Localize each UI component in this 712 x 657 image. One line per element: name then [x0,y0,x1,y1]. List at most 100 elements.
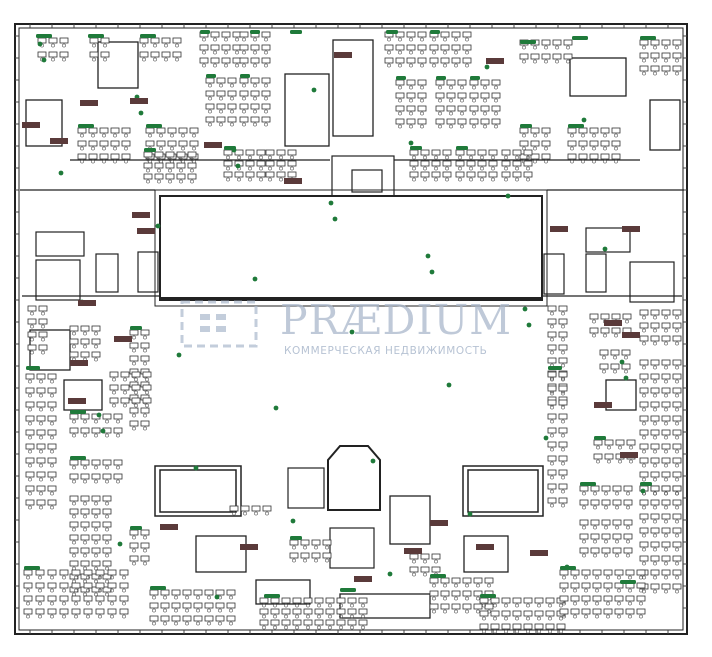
chair [584,614,588,619]
chair [94,540,98,545]
desk [567,140,577,147]
plant-bar [146,124,162,128]
chair [292,545,296,550]
desk [204,602,214,609]
chair [561,405,565,410]
chair [232,511,236,516]
chair [145,377,149,382]
chair [50,421,54,426]
desk [446,79,456,86]
desk [102,495,112,502]
chair [94,501,98,506]
desk [462,57,472,64]
desk [347,619,357,626]
plant-pot [252,276,258,282]
desk [221,57,231,64]
desk [129,529,139,536]
desk [226,589,236,596]
desk [558,455,568,462]
chair [561,391,565,396]
desk [457,79,467,86]
chair [153,43,157,48]
chair [105,514,109,519]
desk [650,373,660,380]
chair [504,166,508,171]
chair [653,491,657,496]
desk [650,471,660,478]
chair [533,133,537,138]
chair [51,57,55,62]
chair [443,50,447,55]
chair [438,85,442,90]
desk [451,57,461,64]
chair [62,588,66,593]
chair [409,85,413,90]
desk [672,513,682,520]
desk [47,373,57,380]
desk [614,608,624,615]
desk [80,547,90,554]
desk [581,582,591,589]
chair [443,63,447,68]
desk [661,527,671,534]
desk [102,413,112,420]
chair [664,505,668,510]
desk [592,569,602,576]
desk [150,51,160,58]
chair [152,621,156,626]
desk [38,331,48,338]
desk [512,149,522,156]
desk [80,521,90,528]
room-name-plate [130,98,148,104]
desk [519,53,529,60]
chair [190,168,194,173]
chair [273,603,277,608]
chair [533,146,537,151]
desk [358,619,368,626]
desk [614,569,624,576]
desk [600,327,610,334]
desk [121,140,131,147]
desk [143,173,153,180]
chair [493,629,497,634]
chair [675,341,679,346]
chair [306,625,310,630]
desk [601,547,611,554]
chair [675,393,679,398]
chair [28,449,32,454]
desk [661,541,671,548]
desk [325,608,335,615]
desk [429,57,439,64]
desk [547,413,557,420]
desk [80,459,90,466]
chair [83,419,87,424]
desk [558,305,568,312]
chair [653,407,657,412]
chair [237,155,241,160]
room-name-plate [78,300,96,306]
plant-bar [290,536,302,540]
desk [395,31,405,38]
chair [653,533,657,538]
plant-bar [548,366,562,370]
desk [88,127,98,134]
chair [639,588,643,593]
desk [650,39,660,46]
chair [254,511,258,516]
chair [122,575,126,580]
chair [443,609,447,614]
plant-bar [456,146,468,150]
desk [650,485,660,492]
chair [159,133,163,138]
desk [604,439,614,446]
desk [119,569,129,576]
desk [547,455,557,462]
chair [224,50,228,55]
desk [578,153,588,160]
desk [69,413,79,420]
chair [113,146,117,151]
chair [483,98,487,103]
desk [314,597,324,604]
chair [132,426,136,431]
plant-bar [396,76,406,80]
